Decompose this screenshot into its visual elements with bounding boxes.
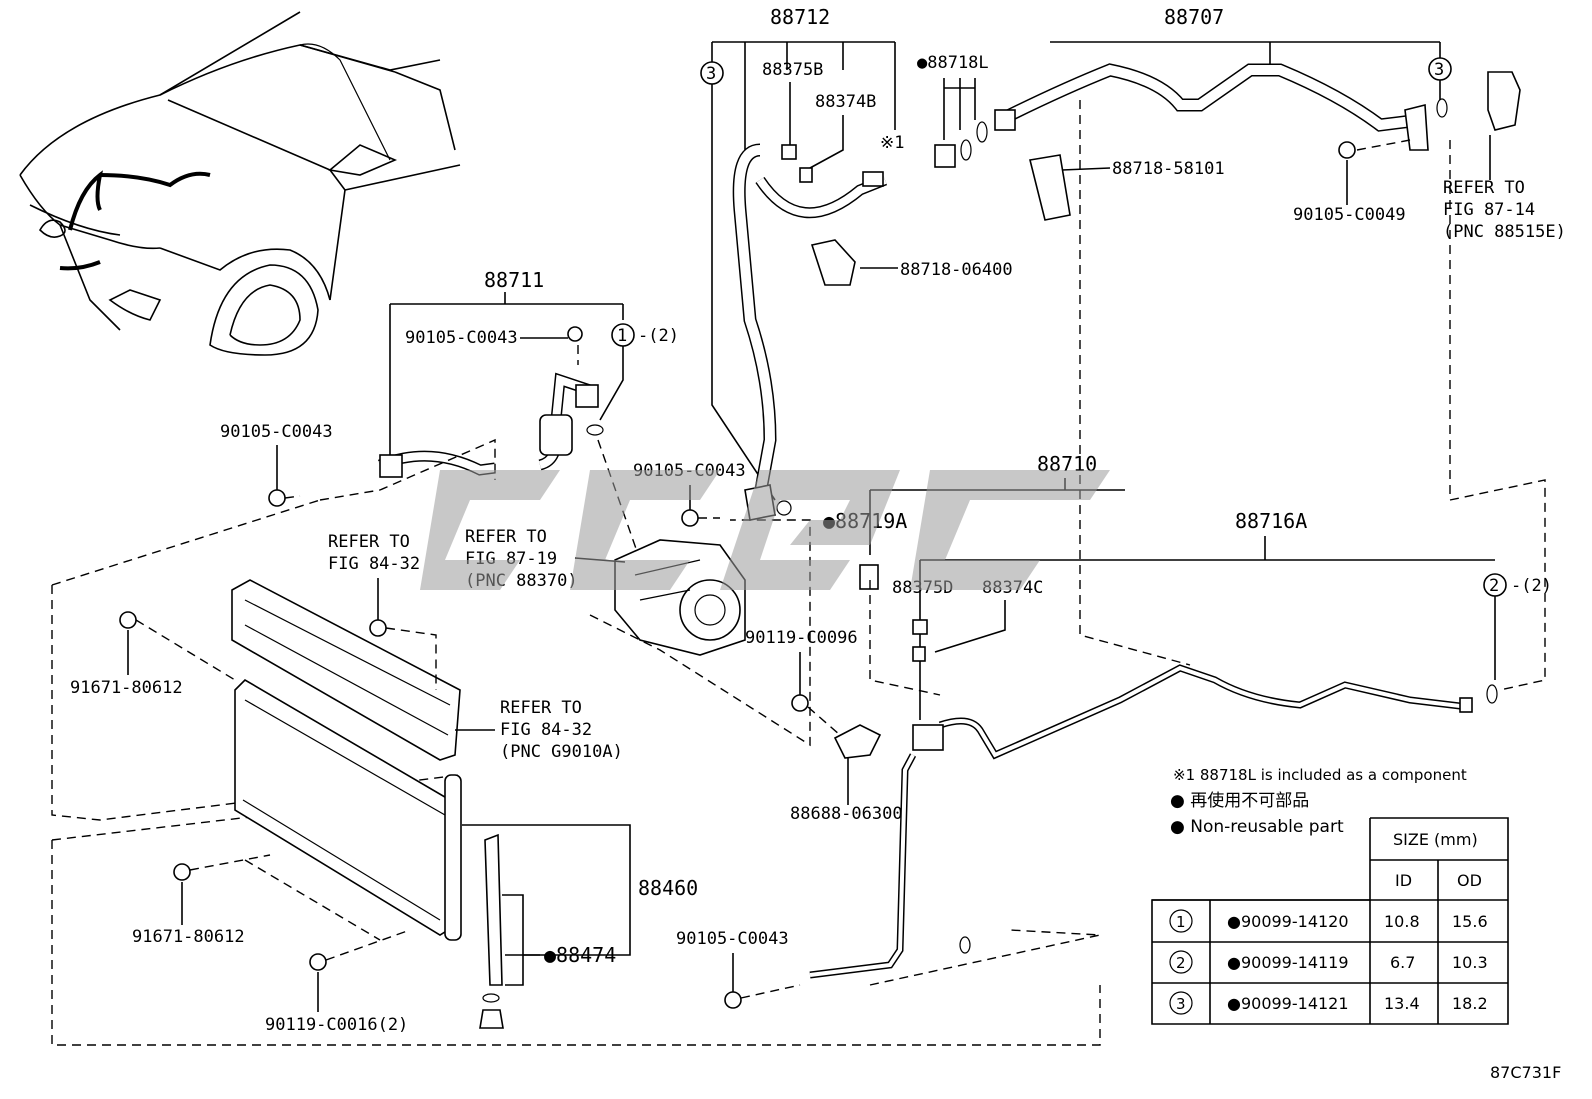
table-row-3-no: 3 (1176, 995, 1186, 1013)
vehicle-illustration (19, 11, 461, 356)
tube-88707-group: 88707 3 ●88718L 88718-58101 90105-C0049 … (917, 5, 1566, 691)
label-88460[interactable]: 88460 (638, 876, 698, 900)
bolt-90105-C0049-icon (1338, 141, 1356, 159)
hose-88711-group: 88711 1 -(2) 90105-C0043 90105-C0043 (220, 268, 679, 561)
block-fitting-icon (912, 724, 944, 751)
table-row-1-no: 1 (1176, 913, 1186, 931)
valve-88719A-icon (859, 564, 879, 590)
label-90105-C0043-bottom[interactable]: 90105-C0043 (676, 929, 789, 949)
table-row-1-id: 10.8 (1384, 912, 1420, 931)
hose-88712-group: 88712 3 88375B 88374B ※1 88718-06400 (700, 5, 1013, 521)
refer-fig-84-32-right-line1[interactable]: REFER TO (500, 698, 582, 718)
label-90119-C0016[interactable]: 90119-C0016(2) (265, 1015, 408, 1035)
bolt-90105-C0043-mid-icon (681, 509, 699, 527)
receiver-88474-icon (484, 833, 503, 986)
refer-fig-84-32-top-line2[interactable]: FIG 84-32 (328, 554, 420, 574)
refer-fig-87-14-line2[interactable]: FIG 87-14 (1443, 200, 1535, 220)
table-row: 3 ●90099-14121 13.4 18.2 (1169, 991, 1488, 1015)
label-88718-58101[interactable]: 88718-58101 (1112, 159, 1225, 179)
seal-size-table: SIZE (mm) ID OD 1 ●90099-14120 10.8 15.6… (1151, 817, 1509, 1025)
label-90105-C0049[interactable]: 90105-C0049 (1293, 205, 1406, 225)
table-size-header: SIZE (mm) (1393, 830, 1478, 849)
note-non-reusable-jp: ● 再使用不可部品 (1170, 790, 1309, 811)
circle-1-qty: -(2) (638, 326, 679, 346)
table-row-3-part[interactable]: ●90099-14121 (1227, 994, 1349, 1013)
bolt-90105-C0043-left-icon (268, 489, 286, 507)
clip-88718L-icon (934, 144, 956, 168)
refer-fig-84-32-right-line2[interactable]: FIG 84-32 (500, 720, 592, 740)
table-row-2-part[interactable]: ●90099-14119 (1227, 953, 1349, 972)
clamp-88718-06400-icon (810, 239, 856, 286)
condenser-group: REFER TO FIG 84-32 91671-80612 REFER TO … (51, 499, 1101, 1046)
clamp-88688-06300-icon (833, 724, 882, 759)
label-88688-06300[interactable]: 88688-06300 (790, 804, 903, 824)
table-row-1-part[interactable]: ●90099-14120 (1227, 912, 1349, 931)
label-88375B[interactable]: 88375B (762, 60, 823, 80)
label-88718-06400[interactable]: 88718-06400 (900, 260, 1013, 280)
table-id-header: ID (1395, 871, 1412, 890)
table-od-header: OD (1457, 871, 1482, 890)
label-90105-C0043-left[interactable]: 90105-C0043 (220, 422, 333, 442)
bolt-91671-80612-top-icon (119, 611, 137, 629)
refer-fig-87-14-line3[interactable]: (PNC 88515E) (1443, 222, 1566, 242)
label-88711[interactable]: 88711 (484, 268, 544, 292)
label-88474[interactable]: ●88474 (544, 943, 616, 967)
label-88374B[interactable]: 88374B (815, 92, 876, 112)
label-88707[interactable]: 88707 (1164, 5, 1224, 29)
refer-fig-87-19-line1[interactable]: REFER TO (465, 527, 547, 547)
bolt-90105-C0043-bottom-icon (724, 991, 742, 1009)
bolt-91671-80612-bottom-icon (173, 863, 191, 881)
legend-notes: ※1 88718L is included as a component ● 再… (1170, 766, 1467, 837)
bolt-refer-84-32-icon (369, 619, 387, 637)
label-90105-C0043-top[interactable]: 90105-C0043 (405, 328, 518, 348)
muffler-icon (539, 414, 573, 456)
plug-icon (479, 1009, 504, 1029)
table-row-2-id: 6.7 (1390, 953, 1415, 972)
label-88712[interactable]: 88712 (770, 5, 830, 29)
watermark-logo (420, 470, 1110, 590)
table-row: 2 ●90099-14119 6.7 10.3 (1169, 950, 1488, 974)
fitting-88515E-icon (1487, 71, 1521, 131)
table-row: 1 ●90099-14120 10.8 15.6 (1169, 909, 1488, 933)
bracket-88718-58101-icon (1029, 154, 1071, 221)
circle-2-number: 2 (1489, 576, 1499, 596)
circle-1-number: 1 (617, 326, 627, 346)
refer-fig-84-32-top-line1[interactable]: REFER TO (328, 532, 410, 552)
table-row-2-no: 2 (1176, 954, 1186, 972)
table-row-3-od: 18.2 (1452, 994, 1488, 1013)
label-88718L[interactable]: ●88718L (917, 53, 989, 73)
cooler-icon (231, 579, 461, 761)
figure-code: 87C731F (1490, 1063, 1561, 1082)
circle-2-qty: -(2) (1511, 576, 1552, 596)
refer-fig-87-14-line1[interactable]: REFER TO (1443, 178, 1525, 198)
table-row-3-id: 13.4 (1384, 994, 1420, 1013)
circle-3b-number: 3 (1434, 60, 1444, 80)
label-91671-80612-bottom[interactable]: 91671-80612 (132, 927, 245, 947)
label-91671-80612-top[interactable]: 91671-80612 (70, 678, 183, 698)
note-component: ※1 88718L is included as a component (1173, 766, 1467, 784)
bolt-90119-C0016-icon (309, 953, 327, 971)
circle-3-number: 3 (706, 64, 716, 84)
refer-fig-84-32-right-line3[interactable]: (PNC G9010A) (500, 742, 623, 762)
bolt-90105-C0043-top-icon (567, 326, 583, 342)
bolt-90119-C0096-icon (791, 694, 809, 712)
label-88716A[interactable]: 88716A (1235, 509, 1307, 533)
note-non-reusable-en: ● Non-reusable part (1170, 817, 1344, 837)
table-row-2-od: 10.3 (1452, 953, 1488, 972)
note-mark-1: ※1 (880, 133, 904, 153)
label-90119-C0096[interactable]: 90119-C0096 (745, 628, 858, 648)
table-row-1-od: 15.6 (1452, 912, 1488, 931)
